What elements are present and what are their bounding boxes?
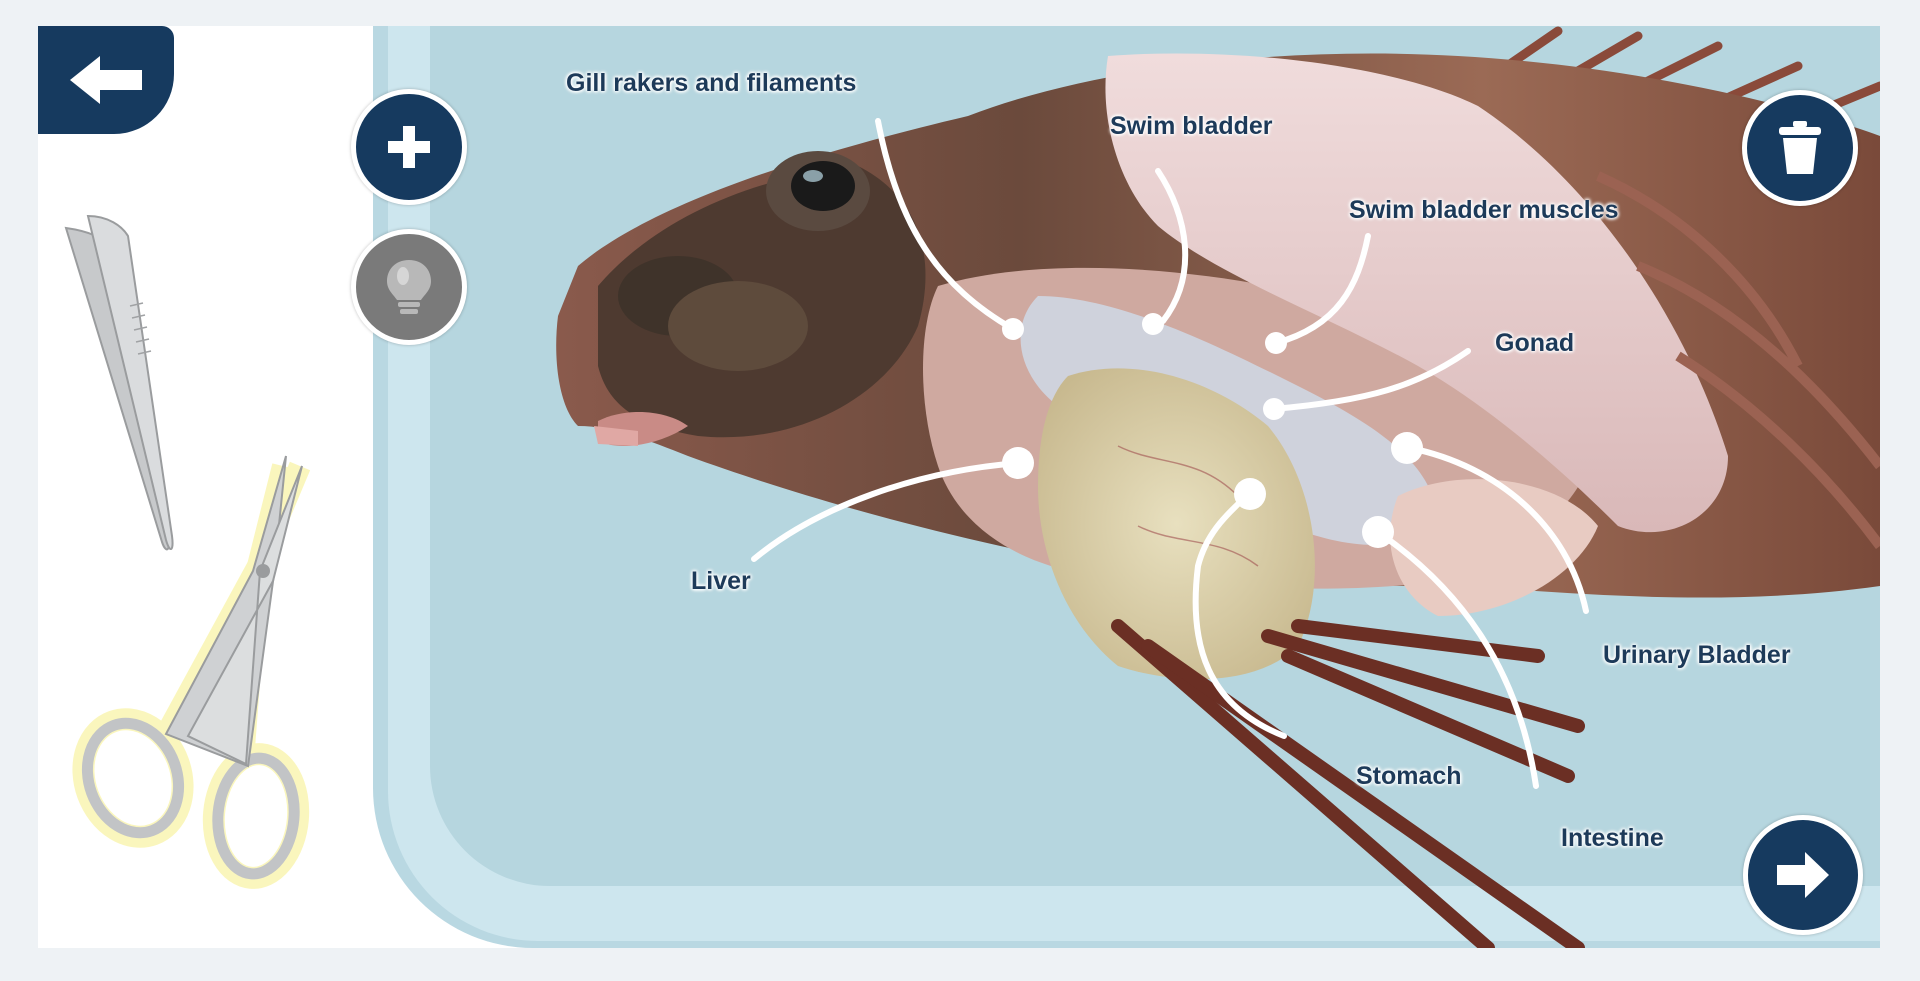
hint-button[interactable] <box>351 229 467 345</box>
zoom-in-button[interactable] <box>351 89 467 205</box>
lightbulb-icon <box>387 260 431 314</box>
forceps-icon[interactable] <box>64 214 174 551</box>
trash-icon <box>1779 121 1821 174</box>
stomach-label: Stomach <box>1356 762 1462 790</box>
discard-button[interactable] <box>1742 90 1858 206</box>
liver-label: Liver <box>691 567 751 595</box>
fish-head <box>594 166 926 446</box>
tool-panel <box>38 26 373 948</box>
plus-icon <box>388 126 430 168</box>
scissors-icon[interactable] <box>67 455 311 889</box>
intestine-label: Intestine <box>1561 824 1664 852</box>
next-button[interactable] <box>1743 815 1863 935</box>
gonad-label: Gonad <box>1495 329 1575 357</box>
swim-bladder-muscles-label: Swim bladder muscles <box>1349 196 1619 224</box>
arrow-left-icon <box>70 56 142 104</box>
fish-eye <box>766 151 870 231</box>
back-button[interactable] <box>38 26 174 134</box>
gill-label: Gill rakers and filaments <box>566 69 857 97</box>
swim-bladder-label: Swim bladder <box>1110 112 1273 140</box>
ribs <box>1595 171 1880 549</box>
dissection-app: Gill rakers and filaments Swim bladder S… <box>38 26 1880 948</box>
arrow-right-icon <box>1777 852 1829 898</box>
pectoral-fins <box>1111 619 1585 948</box>
swim-bladder-tissue <box>1105 53 1728 533</box>
urinary-bladder-label: Urinary Bladder <box>1603 641 1791 669</box>
